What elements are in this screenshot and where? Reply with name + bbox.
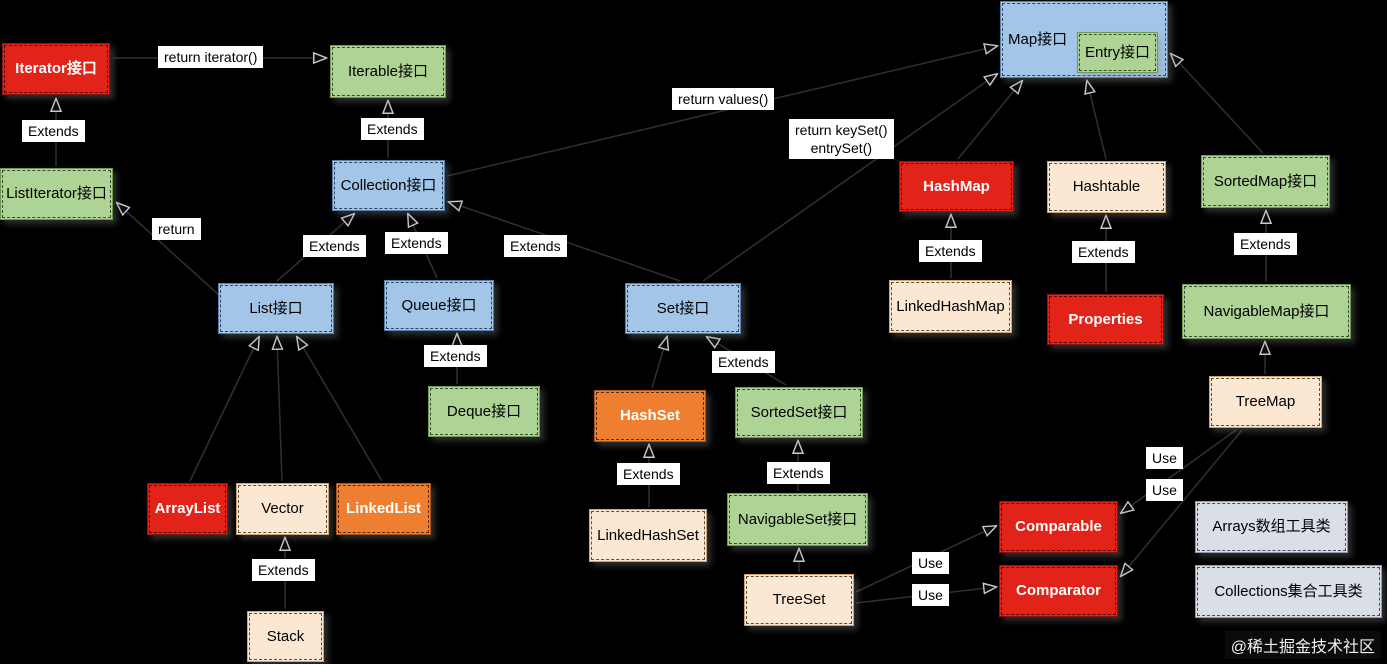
node-label-navigablemap-interface: NavigableMap接口 [1203,302,1330,320]
lbl-extends-linkedhashmap: Extends [919,240,982,263]
lbl-extends-navigablemap: Extends [1234,233,1297,256]
node-label-set-interface: Set接口 [656,299,710,317]
node-label-collections-utility: Collections集合工具类 [1214,582,1363,600]
node-label-comparator: Comparator [1015,582,1101,600]
node-comparator[interactable]: Comparator [999,565,1118,617]
e-arraylist-list [189,337,259,482]
node-label-iterator-interface: Iterator接口 [15,60,97,78]
e-hashmap-map [957,81,1022,160]
node-entry-interface[interactable]: Entry接口 [1077,32,1158,73]
watermark: @稀土掘金技术社区 [1224,631,1381,659]
lbl-return-keyset: return keySet() entrySet() [789,119,894,160]
e-vector-list [277,337,282,482]
node-label-comparable: Comparable [1015,518,1102,536]
lbl-extends-stack: Extends [252,559,315,582]
node-label-hashset: HashSet [619,407,681,425]
node-label-stack: Stack [266,627,305,645]
node-queue-interface[interactable]: Queue接口 [384,280,494,331]
node-treemap[interactable]: TreeMap [1209,376,1322,428]
e-linkedlist-list [297,337,383,482]
node-vector[interactable]: Vector [236,483,329,535]
e-collection-map-values [446,46,997,177]
lbl-use-treemap-2: Use [1146,479,1183,502]
node-label-map-interface: Map接口 [1008,30,1068,48]
lbl-extends-set: Extends [504,235,567,258]
node-linkedhashset[interactable]: LinkedHashSet [589,509,707,562]
node-label-treemap: TreeMap [1235,393,1296,411]
node-listiterator-interface[interactable]: ListIterator接口 [0,168,113,220]
node-set-interface[interactable]: Set接口 [625,283,741,334]
node-label-deque-interface: Deque接口 [446,402,522,420]
lbl-extends-listiterator: Extends [22,120,85,143]
node-label-sortedmap-interface: SortedMap接口 [1213,172,1318,190]
node-label-listiterator-interface: ListIterator接口 [6,185,107,203]
node-label-linkedlist: LinkedList [345,500,421,518]
lbl-return-values: return values() [672,88,775,111]
node-linkedlist[interactable]: LinkedList [336,483,431,535]
lbl-extends-sortedset: Extends [712,351,775,374]
node-label-hashtable: Hashtable [1072,178,1141,196]
node-label-queue-interface: Queue接口 [401,296,477,314]
node-arraylist[interactable]: ArrayList [147,483,228,535]
node-label-vector: Vector [261,500,304,518]
lbl-extends-queue: Extends [385,232,448,255]
node-deque-interface[interactable]: Deque接口 [428,386,540,437]
node-label-properties: Properties [1068,310,1143,328]
node-sortedmap-interface[interactable]: SortedMap接口 [1201,155,1330,208]
node-label-collection-interface: Collection接口 [340,176,437,194]
e-hashset-set [651,337,667,389]
node-comparable[interactable]: Comparable [999,501,1118,553]
node-hashmap[interactable]: HashMap [899,161,1014,212]
e-sortedmap-map [1171,54,1264,154]
node-navigableset-interface[interactable]: NavigableSet接口 [727,493,868,546]
lbl-use-treeset-2: Use [912,584,949,607]
lbl-extends-linkedhashset: Extends [617,463,680,486]
node-label-list-interface: List接口 [249,299,303,317]
node-collection-interface[interactable]: Collection接口 [332,160,445,211]
node-label-entry-interface: Entry接口 [1084,43,1150,61]
node-hashset[interactable]: HashSet [594,390,706,442]
node-label-treeset: TreeSet [772,591,826,609]
node-navigablemap-interface[interactable]: NavigableMap接口 [1182,284,1351,339]
node-list-interface[interactable]: List接口 [218,283,334,334]
lbl-extends-properties: Extends [1072,241,1135,264]
lbl-extends-navigableset: Extends [767,462,830,485]
node-hashtable[interactable]: Hashtable [1047,161,1166,213]
node-iterator-interface[interactable]: Iterator接口 [2,43,110,95]
node-label-hashmap: HashMap [923,177,990,195]
e-hashtable-map [1087,81,1107,160]
node-properties[interactable]: Properties [1047,294,1164,345]
node-iterable-interface[interactable]: Iterable接口 [330,45,446,98]
lbl-extends-collection: Extends [361,118,424,141]
e-list-listiterator [117,203,221,297]
node-linkedhashmap[interactable]: LinkedHashMap [889,280,1012,333]
node-treeset[interactable]: TreeSet [744,574,854,626]
lbl-extends-deque: Extends [424,345,487,368]
node-stack[interactable]: Stack [247,611,324,662]
node-label-navigableset-interface: NavigableSet接口 [737,510,858,528]
node-label-linkedhashset: LinkedHashSet [597,526,699,544]
node-label-iterable-interface: Iterable接口 [347,62,429,80]
node-label-linkedhashmap: LinkedHashMap [896,297,1005,315]
lbl-return-iterator: return iterator() [158,46,264,69]
node-arrays-utility[interactable]: Arrays数组工具类 [1195,501,1348,553]
node-collections-utility[interactable]: Collections集合工具类 [1195,565,1382,618]
node-label-arrays-utility: Arrays数组工具类 [1212,518,1331,536]
lbl-extends-list: Extends [303,235,366,258]
lbl-return-listiterator: return [152,218,201,241]
lbl-use-treeset-1: Use [912,552,949,575]
node-label-arraylist: ArrayList [154,500,221,518]
node-sortedset-interface[interactable]: SortedSet接口 [735,387,863,438]
lbl-use-treemap-1: Use [1146,447,1183,470]
node-label-sortedset-interface: SortedSet接口 [750,403,848,421]
